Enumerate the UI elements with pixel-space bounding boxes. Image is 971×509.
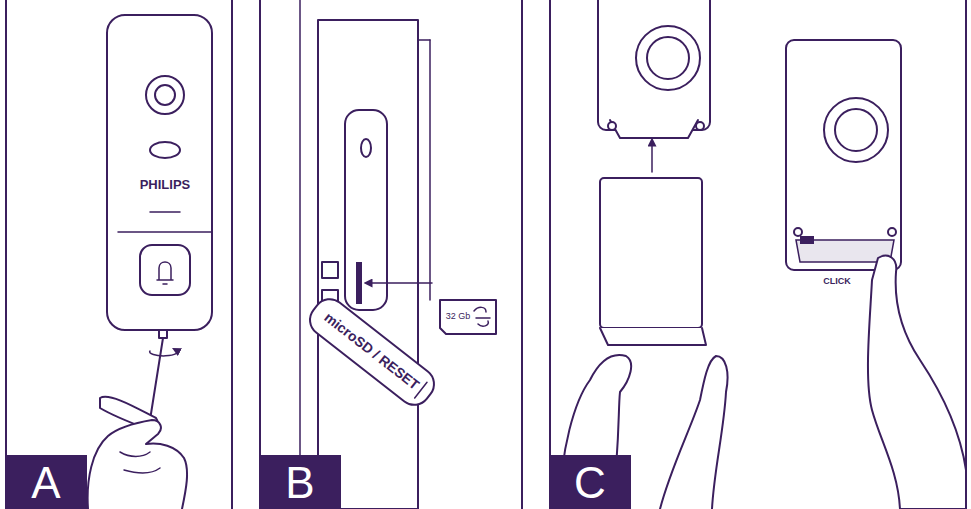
hand-fingers [120, 452, 160, 473]
microsd-slot [356, 262, 362, 304]
battery [600, 178, 702, 328]
brand-label: PHILIPS [135, 177, 195, 192]
latch [800, 236, 814, 244]
camera-lens [155, 85, 175, 105]
click-label: CLICK [812, 276, 862, 286]
screw [696, 122, 704, 130]
battery-bay [610, 120, 698, 138]
screw [608, 122, 616, 130]
hand [88, 420, 187, 509]
panel-frame: C [549, 0, 967, 509]
bell-icon [157, 262, 173, 284]
doorbell-front [88, 15, 212, 509]
doorbell-back [786, 40, 901, 270]
speaker-ring [824, 98, 888, 162]
screwdriver-shaft [150, 338, 163, 420]
microsd-logo [474, 307, 490, 326]
reset-hole [361, 139, 371, 157]
screw [794, 228, 802, 236]
speaker [647, 37, 689, 79]
hand-finger [868, 256, 966, 509]
hand-right [660, 356, 728, 509]
sensor-window [150, 142, 180, 158]
card-label: 32 Gb [442, 311, 474, 321]
wall-line [299, 0, 301, 509]
battery-insert [560, 0, 966, 509]
doorbell-side [300, 0, 496, 509]
doorbell-back [598, 0, 710, 130]
rotation-arrow [150, 350, 178, 356]
bell-button [140, 245, 190, 295]
side-body [318, 20, 418, 509]
panel-letter: B [259, 455, 341, 509]
front-edge [418, 39, 430, 41]
battery-base [600, 328, 706, 345]
panel-letter: A [5, 455, 87, 509]
camera-ring [146, 76, 184, 114]
panel-frame: B [259, 0, 523, 509]
screw [888, 228, 896, 236]
rubber-flap [304, 293, 441, 412]
insert-arrow [368, 282, 432, 284]
microsd-card [440, 300, 496, 334]
panel-split [118, 231, 212, 233]
speaker-ring [636, 26, 700, 90]
panel-letter: C [549, 455, 631, 509]
push-arrow [651, 142, 653, 172]
doorbell-body [107, 15, 212, 330]
slot-recess [345, 110, 387, 310]
led-slit [150, 211, 180, 213]
screw [159, 330, 167, 338]
tab [322, 262, 338, 278]
panel-frame: A [5, 0, 233, 509]
front-edge [429, 40, 431, 300]
flap-body [304, 293, 441, 412]
speaker [835, 109, 877, 151]
